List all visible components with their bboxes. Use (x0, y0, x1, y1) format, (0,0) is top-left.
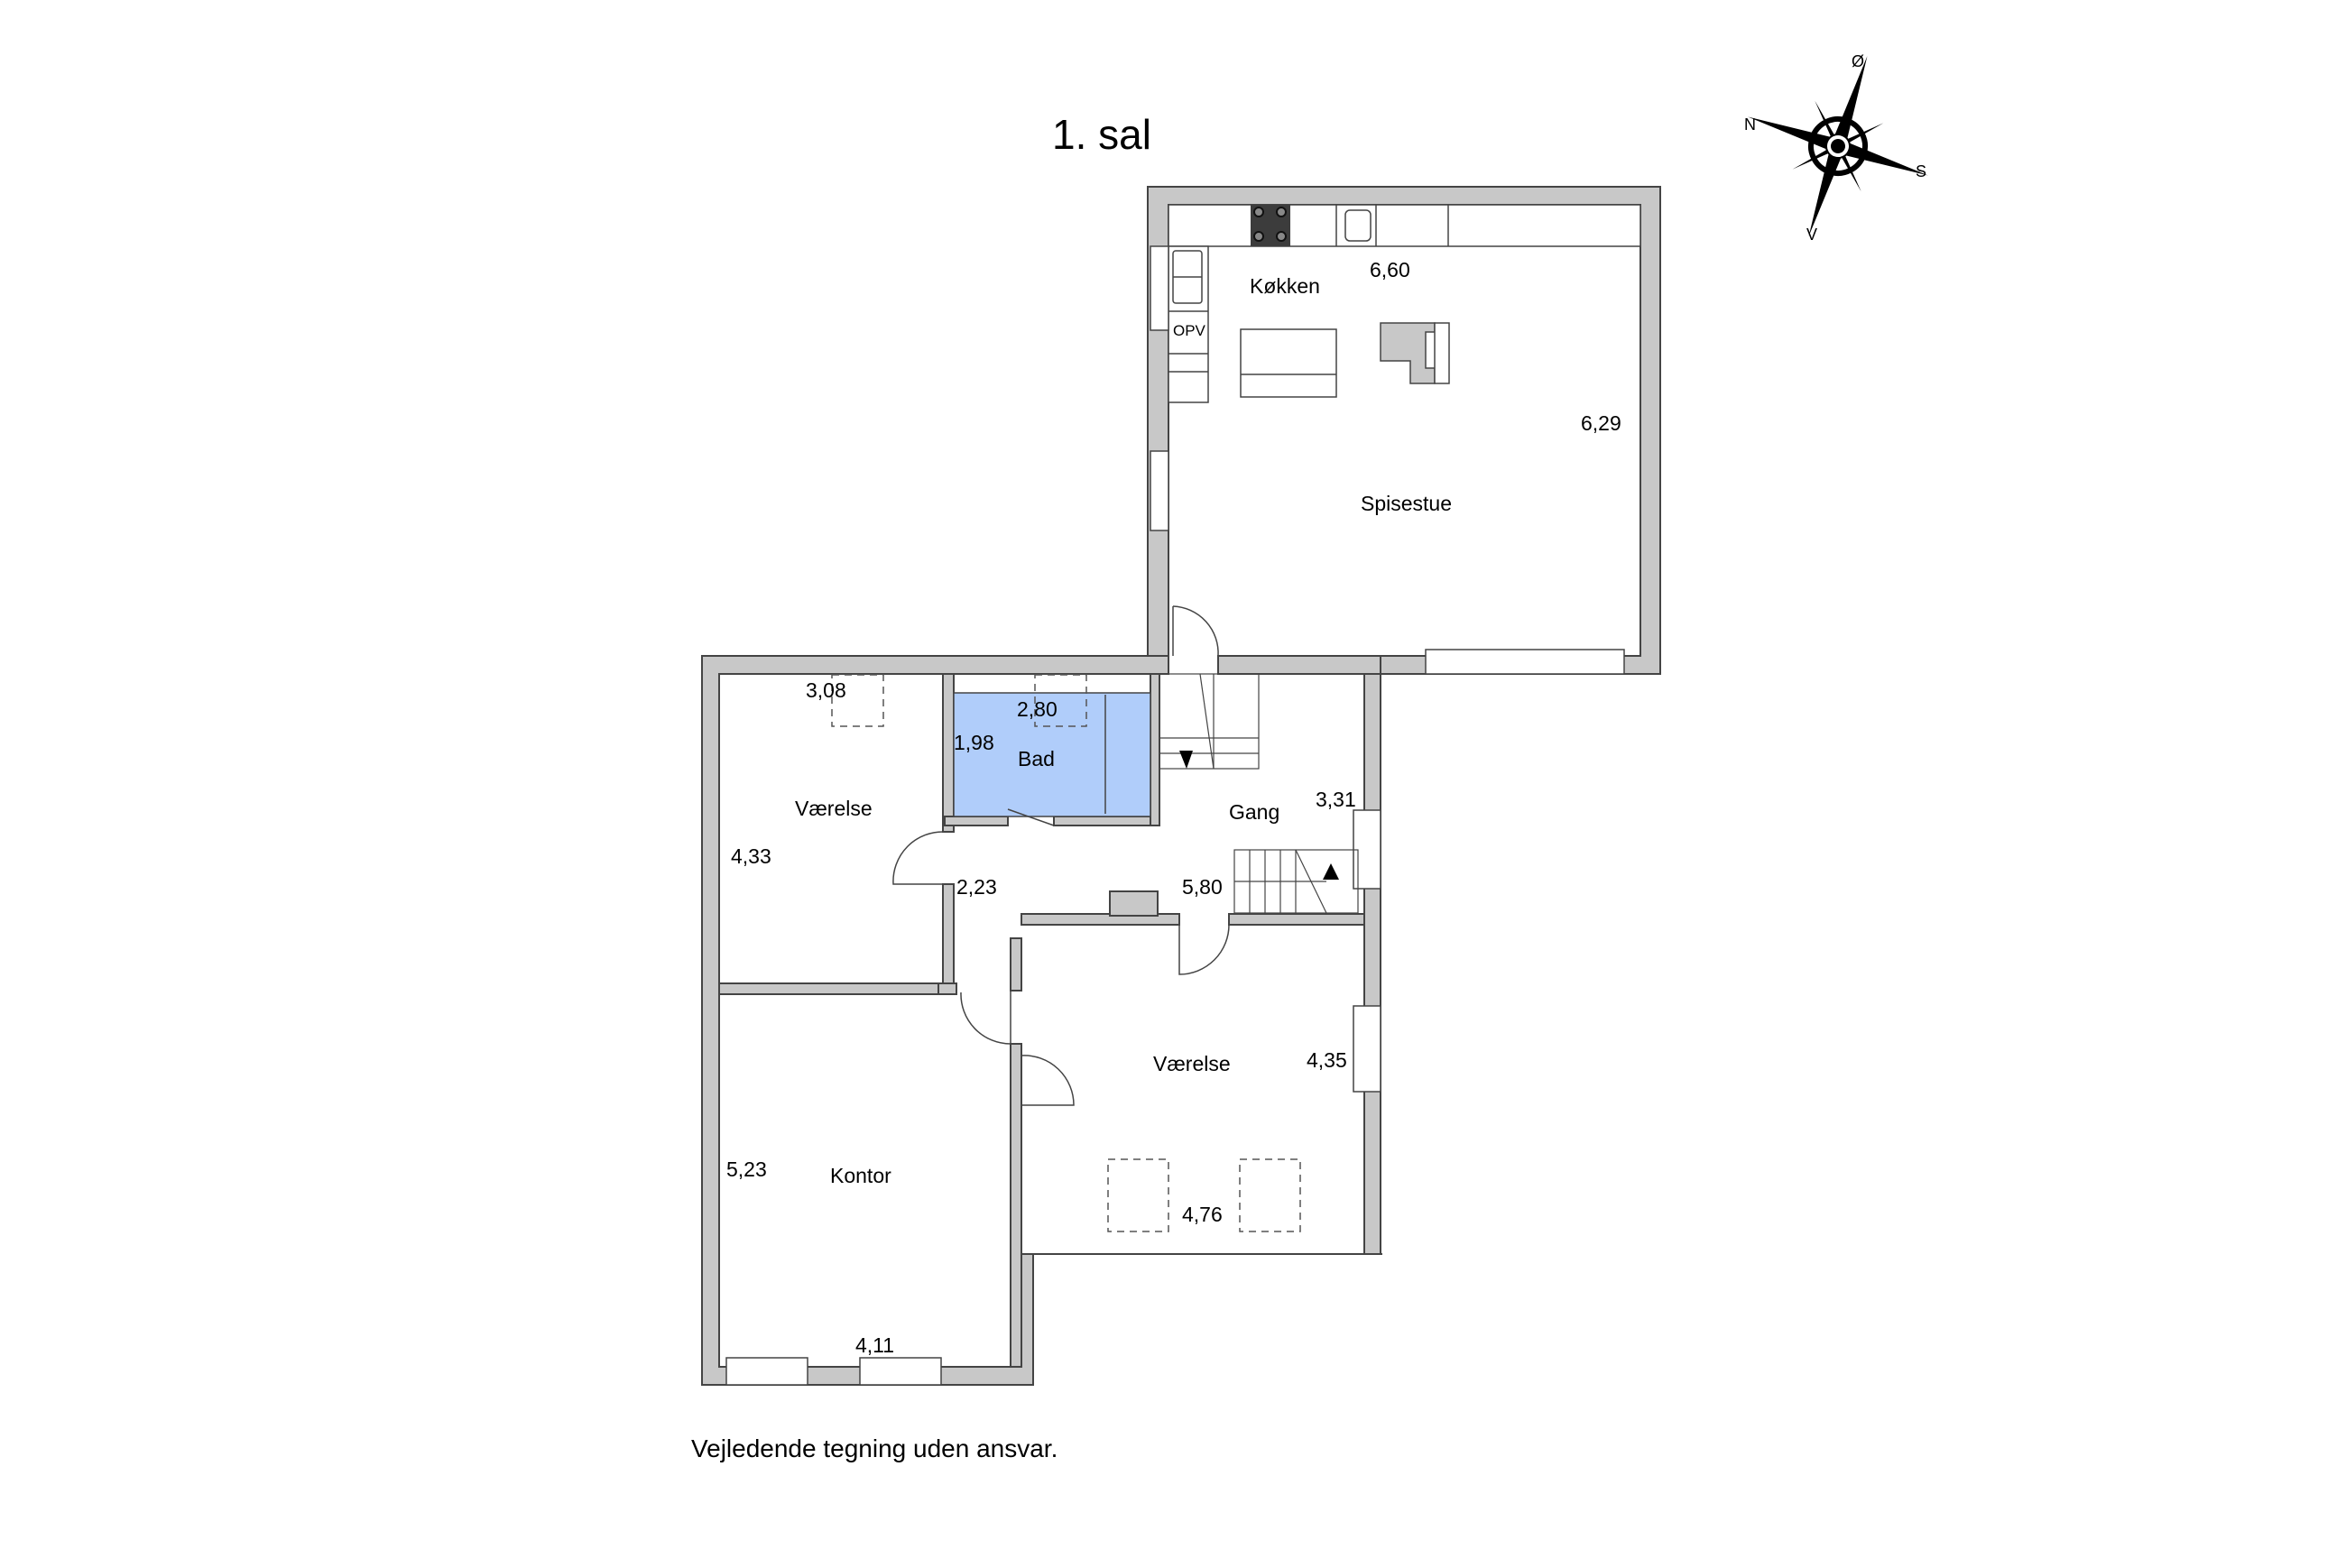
dimension: 4,11 (855, 1333, 895, 1357)
dimension: 4,35 (1307, 1048, 1347, 1072)
dimension: 4,76 (1182, 1203, 1223, 1226)
door-swing (1172, 605, 1219, 657)
bathroom-floor (953, 692, 1151, 817)
door-swing (1178, 924, 1230, 975)
kitchen-island (1240, 328, 1337, 398)
room-label-vaerelse: Værelse (795, 797, 873, 820)
room-label-vaerelse-2: Værelse (1153, 1052, 1231, 1075)
oven (1344, 209, 1372, 242)
dimension: 4,33 (731, 844, 771, 868)
dimension: 5,23 (726, 1158, 767, 1181)
wall-kontor-right (1010, 937, 1022, 992)
compass-west: V (1806, 226, 1818, 244)
wall-bad-right (1150, 673, 1160, 826)
floor-title: 1. sal (1052, 111, 1151, 158)
wall-vaerelse-bad (942, 673, 955, 833)
compass-south: S (1916, 162, 1927, 180)
door-swing (1021, 1055, 1075, 1106)
room-label-kontor: Kontor (830, 1164, 891, 1187)
dimension: 6,60 (1370, 258, 1410, 281)
window (859, 1357, 942, 1386)
disclaimer: Vejledende tegning uden ansvar. (691, 1434, 1058, 1462)
dimension: 5,80 (1182, 875, 1223, 899)
dimension: 3,31 (1316, 788, 1356, 811)
window (1353, 1005, 1381, 1093)
door-swing (892, 831, 946, 885)
stair-arrow-down (1179, 751, 1193, 769)
wall-vaerelse-kontor (718, 982, 957, 995)
window (1150, 450, 1169, 531)
stairs-upper (1159, 673, 1260, 770)
dimension: 1,98 (954, 731, 994, 754)
window (1150, 245, 1169, 331)
dimension: 2,80 (1017, 697, 1058, 721)
fireplace (1380, 322, 1436, 384)
compass-north: N (1744, 115, 1756, 134)
dimension: 2,23 (956, 875, 997, 899)
dimension: 6,29 (1581, 411, 1621, 435)
window (1425, 649, 1625, 675)
window (725, 1357, 808, 1386)
room-label-spisestue: Spisestue (1361, 492, 1453, 515)
stair-arrow-up (1323, 863, 1339, 880)
door-swing (1007, 808, 1055, 826)
wall-bad-bottom (944, 816, 1009, 826)
compass-east: Ø (1852, 52, 1865, 70)
utility-label: OPV (1173, 322, 1205, 339)
door-swing (960, 991, 1011, 1045)
compass-icon (1748, 56, 1928, 236)
room-label-kokken: Køkken (1250, 274, 1320, 298)
dimension: 3,08 (806, 678, 846, 702)
room-label-bad: Bad (1018, 747, 1055, 770)
room-label-gang: Gang (1229, 800, 1280, 824)
